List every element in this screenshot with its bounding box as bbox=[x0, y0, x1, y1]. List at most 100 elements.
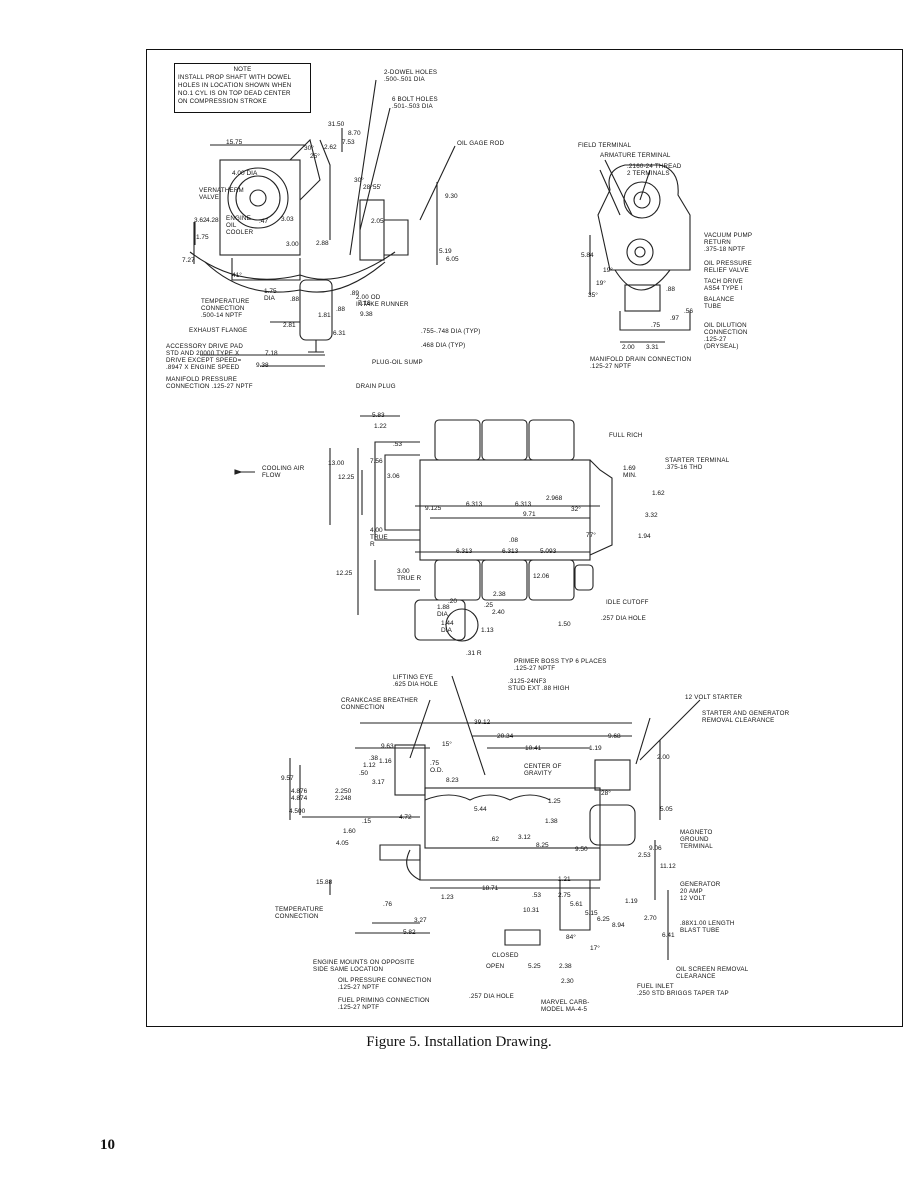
dim: 1.12 bbox=[363, 762, 376, 769]
dim: .88 bbox=[290, 296, 300, 303]
note-title: NOTE bbox=[233, 66, 252, 73]
dim: .08 bbox=[509, 537, 519, 544]
dim: 4.72 bbox=[399, 814, 412, 821]
dim: 9.30 bbox=[445, 193, 458, 200]
dim: 30° bbox=[304, 145, 314, 152]
dim: 1.38 bbox=[545, 818, 558, 825]
idle-cutoff-label: IDLE CUTOFF bbox=[606, 599, 649, 606]
dim: 31.50 bbox=[328, 121, 345, 128]
blast-tube-label: .88X1.00 LENGTH BLAST TUBE bbox=[680, 920, 735, 934]
dim: 4.05 bbox=[336, 840, 349, 847]
marvel-carb-label: MARVEL CARB- MODEL MA-4-5 bbox=[541, 999, 590, 1013]
dia-hole-label: .257 DIA HOLE bbox=[469, 993, 514, 1000]
dim: 39.12 bbox=[474, 719, 491, 726]
dim: .38 bbox=[369, 755, 379, 762]
dim: 32° bbox=[571, 506, 581, 513]
dim: 1.62 bbox=[652, 490, 665, 497]
dim: 3.32 bbox=[645, 512, 658, 519]
dim: 4.28 bbox=[206, 217, 219, 224]
crankcase-breather-label: CRANKCASE BREATHER CONNECTION bbox=[341, 697, 419, 711]
dim: 17° bbox=[590, 945, 600, 952]
dim: 9.57 bbox=[281, 775, 294, 782]
dim: 2.250 2.248 bbox=[335, 788, 352, 802]
dim: 13.00 bbox=[328, 460, 345, 467]
oil-pressure-connection-label: OIL PRESSURE CONNECTION .125-27 NPTF bbox=[338, 977, 432, 991]
intake-runner-label: 2.00 OD INTAKE RUNNER bbox=[356, 294, 409, 308]
stud-label: .3125-24NF3 STUD EXT .88 HIGH bbox=[508, 678, 570, 692]
dim: 18.71 bbox=[482, 885, 499, 892]
dim: .75 bbox=[651, 322, 661, 329]
dim: 3.31 bbox=[646, 344, 659, 351]
magneto-label: MAGNETO GROUND TERMINAL bbox=[680, 829, 713, 850]
dim: 1.22 bbox=[374, 423, 387, 430]
top-view-engine bbox=[234, 415, 613, 642]
fuel-inlet-label: FUEL INLET .250 STD BRIGGS TAPER TAP bbox=[637, 983, 729, 997]
engine-oil-cooler-label: ENGINE OIL COOLER bbox=[226, 215, 254, 236]
dim: 2.81 bbox=[283, 322, 296, 329]
dim: 2.88 bbox=[316, 240, 329, 247]
drawing-frame bbox=[146, 49, 903, 1027]
dim: 2.00 bbox=[657, 754, 670, 761]
dim: 10.31 bbox=[523, 907, 540, 914]
engine-mounts-label: ENGINE MOUNTS ON OPPOSITE SIDE SAME LOCA… bbox=[313, 959, 415, 973]
dim: .50 bbox=[359, 770, 369, 777]
note-line: NO.1 CYL IS ON TOP DEAD CENTER bbox=[178, 90, 291, 97]
dim: 4.876 4.874 bbox=[291, 788, 308, 802]
dim: 11.12 bbox=[660, 863, 676, 870]
rear-view-engine bbox=[589, 159, 691, 343]
dim: 1.44 DIA bbox=[441, 620, 454, 634]
dim: 1.69 MIN. bbox=[623, 465, 637, 479]
dim: 3.27 bbox=[414, 917, 427, 924]
dim: 1.50 bbox=[558, 621, 571, 628]
page-number: 10 bbox=[100, 1137, 115, 1153]
dim: 7.53 bbox=[342, 139, 355, 146]
dim: 9.68 bbox=[608, 733, 621, 740]
dim: 2.00 bbox=[622, 344, 635, 351]
dim: 8.94 bbox=[612, 922, 625, 929]
dim: 7.18 bbox=[358, 300, 371, 307]
full-rich-label: FULL RICH bbox=[609, 432, 643, 439]
dim: 5.093 bbox=[540, 548, 557, 555]
exhaust-flange-label: EXHAUST FLANGE bbox=[189, 327, 248, 334]
dim: 12.06 bbox=[533, 573, 550, 580]
center-of-gravity-label: CENTER OF GRAVITY bbox=[524, 763, 562, 777]
dim: 1.75 DIA bbox=[264, 288, 277, 302]
dim: 84° bbox=[566, 934, 576, 941]
dim: 15.88 bbox=[316, 879, 333, 886]
runner-dia-2-label: .468 DIA (TYP) bbox=[421, 342, 466, 349]
dim: 1.81 bbox=[318, 312, 331, 319]
plug-oil-sump-label: PLUG-OIL SUMP bbox=[372, 359, 423, 366]
dim: .76 bbox=[383, 901, 393, 908]
dim: 5.84 bbox=[581, 252, 594, 259]
dim: .20 bbox=[448, 598, 458, 605]
lifting-eye-label: LIFTING EYE .625 DIA HOLE bbox=[393, 674, 438, 688]
dim: .15 bbox=[362, 818, 372, 825]
dia-hole-label: .257 DIA HOLE bbox=[601, 615, 646, 622]
dim: 1.94 bbox=[638, 533, 651, 540]
dim: 6.313 bbox=[466, 501, 483, 508]
dim: .75 O.D. bbox=[430, 760, 444, 774]
dim: 2.38 bbox=[493, 591, 506, 598]
dim: 2.70 bbox=[644, 915, 657, 922]
dim: 5.25 bbox=[528, 963, 541, 970]
dim: 5.19 bbox=[439, 248, 452, 255]
dim: .53 bbox=[393, 441, 403, 448]
armature-terminal-label: ARMATURE TERMINAL bbox=[600, 152, 671, 159]
dim: 30° bbox=[354, 177, 364, 184]
dim: 25° bbox=[310, 153, 320, 160]
bolt-holes-label: 6 BOLT HOLES .501-.503 DIA bbox=[392, 96, 438, 110]
side-view-engine bbox=[289, 675, 701, 960]
starter-terminal-label: STARTER TERMINAL .375-16 THD bbox=[665, 457, 730, 471]
dim: 1.60 bbox=[343, 828, 356, 835]
dim: 77° bbox=[586, 532, 596, 539]
oil-gage-rod-label: OIL GAGE ROD bbox=[457, 140, 505, 147]
closed-label: CLOSED bbox=[492, 952, 519, 959]
tach-drive-label: TACH DRIVE AS54 TYPE I bbox=[704, 278, 744, 292]
dim: 4.00 TRUE R bbox=[370, 527, 388, 548]
dim: 9.125 bbox=[425, 505, 442, 512]
dim: 1.13 bbox=[481, 627, 494, 634]
manifold-pressure-label: MANIFOLD PRESSURE CONNECTION .125-27 NPT… bbox=[166, 376, 253, 390]
note-line: INSTALL PROP SHAFT WITH DOWEL bbox=[178, 74, 292, 81]
note-box: NOTE INSTALL PROP SHAFT WITH DOWEL HOLES… bbox=[174, 63, 311, 113]
